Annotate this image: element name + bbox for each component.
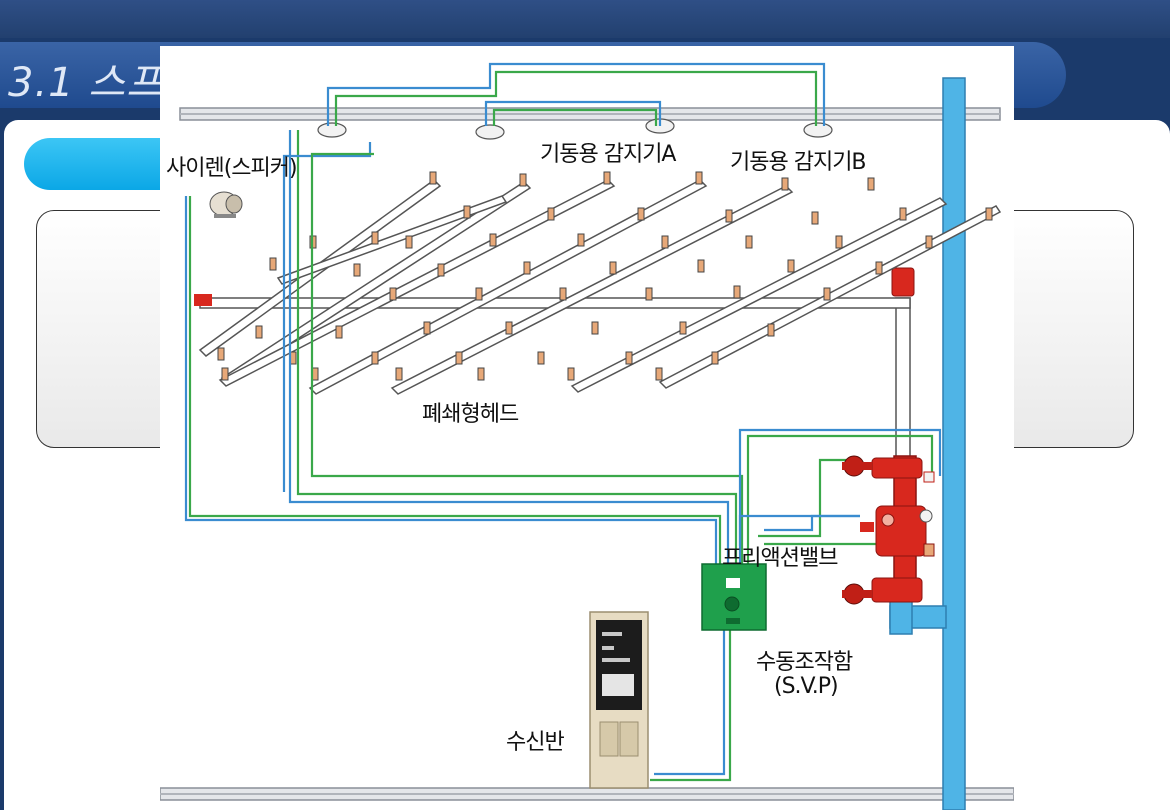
branch-lines bbox=[198, 179, 1002, 395]
detector-icon bbox=[475, 124, 505, 140]
label-detector-b: 기동용 감지기B bbox=[730, 150, 867, 175]
label-receiver: 수신반 bbox=[506, 730, 565, 755]
label-detector-a: 기동용 감지기A bbox=[540, 142, 676, 167]
label-svp-line2: (S.V.P) bbox=[774, 674, 839, 699]
label-closed-head: 폐쇄형헤드 bbox=[422, 402, 519, 427]
detectors bbox=[317, 118, 833, 140]
diagram-svg bbox=[160, 62, 1014, 810]
label-siren: 사이렌(스피커) bbox=[166, 156, 298, 181]
top-bar bbox=[0, 0, 1170, 38]
preaction-sprinkler-diagram: 사이렌(스피커) 기동용 감지기A 기동용 감지기B 폐쇄형헤드 프리액션밸브 … bbox=[160, 46, 1014, 810]
siren-icon bbox=[209, 191, 243, 218]
wiring bbox=[184, 62, 942, 782]
detector-icon bbox=[803, 122, 833, 138]
label-svp-line1: 수동조작함 bbox=[756, 650, 853, 675]
floor-pipe bbox=[160, 787, 1014, 801]
preaction-valve-icon bbox=[842, 455, 935, 605]
receiver-panel-icon bbox=[589, 611, 649, 789]
detector-icon bbox=[317, 122, 347, 138]
sprinkler-heads bbox=[217, 171, 993, 381]
svp-box-icon bbox=[701, 563, 767, 631]
label-preaction-valve: 프리액션밸브 bbox=[722, 546, 838, 571]
ceiling-pipe bbox=[179, 107, 1001, 121]
riser-pipe bbox=[889, 77, 966, 810]
